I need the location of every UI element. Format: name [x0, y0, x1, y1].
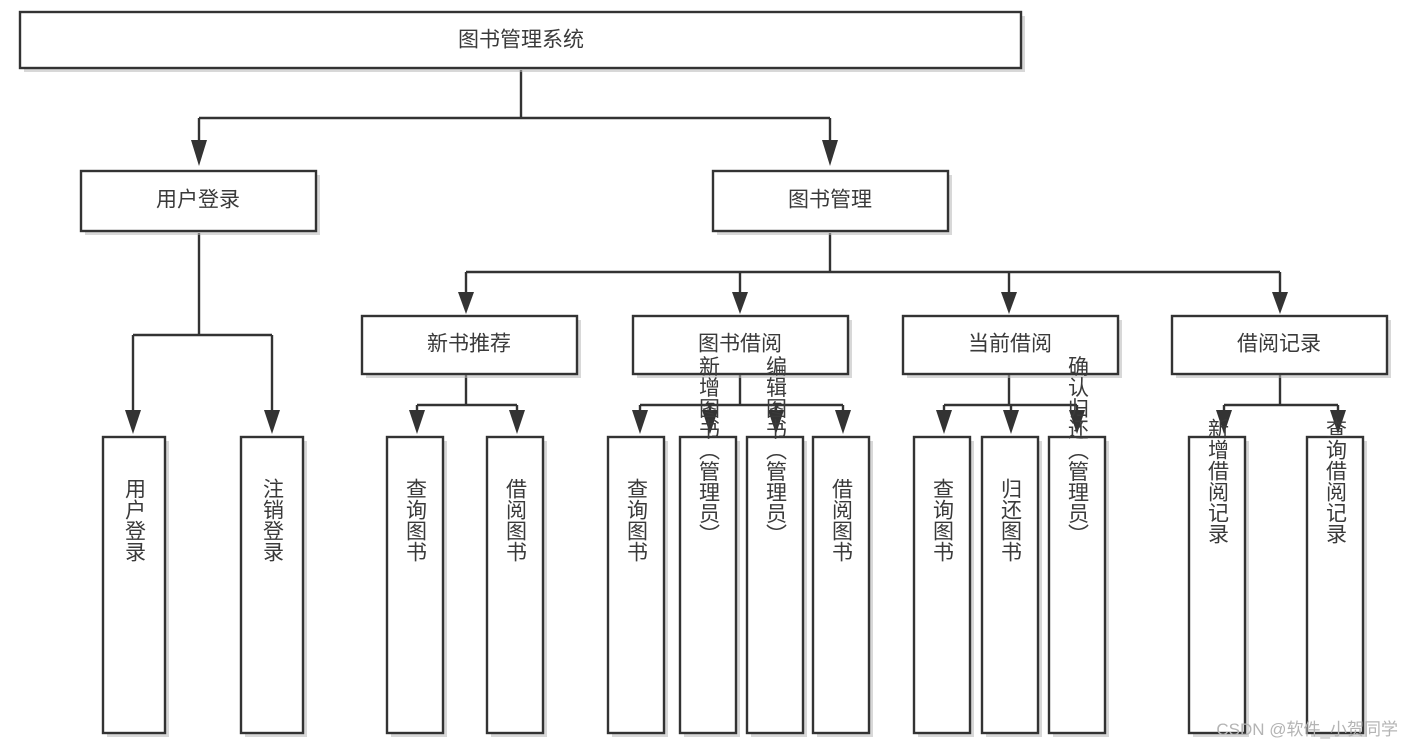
arrow-head-leaf-logout — [264, 410, 280, 434]
node-root-label: 图书管理系统 — [458, 29, 584, 52]
arrow-head-leaf-return-book — [1003, 410, 1019, 434]
arrow-head-user-login — [191, 140, 207, 166]
node-leaf-query-book-1-box[interactable] — [385, 435, 445, 735]
arrow-head-leaf-query-book-3 — [936, 410, 952, 434]
arrow-head-leaf-borrow-book-1 — [509, 410, 525, 434]
watermark-label: CSDN @软件_小贺同学 — [1216, 720, 1398, 739]
node-leaf-query-book-2-label: 查询图书 — [625, 478, 649, 562]
node-leaf-query-record[interactable]: 查询借阅记录 — [1305, 418, 1367, 737]
node-borrow-record-box[interactable] — [1170, 314, 1389, 376]
node-current-borrow[interactable]: 当前借阅 — [901, 314, 1122, 378]
arrow-head-borrow-record — [1272, 292, 1288, 314]
arrow-head-leaf-edit-book — [768, 410, 784, 434]
node-leaf-query-book-2[interactable]: 查询图书 — [606, 435, 668, 737]
node-leaf-borrow-book-1-label: 借阅图书 — [504, 478, 528, 562]
node-new-book-rec[interactable]: 新书推荐 — [360, 314, 581, 378]
node-leaf-borrow-book-2-label: 借阅图书 — [830, 478, 854, 562]
node-user-login-label: 用户登录 — [156, 189, 240, 212]
node-book-mgmt-label: 图书管理 — [788, 189, 872, 212]
node-leaf-return-book-label: 归还图书 — [999, 478, 1023, 562]
node-current-borrow-label: 当前借阅 — [968, 333, 1052, 356]
node-leaf-edit-book-box[interactable] — [745, 435, 805, 735]
node-leaf-confirm-return[interactable]: 确认归还（管理员） — [1047, 356, 1109, 738]
arrow-head-leaf-query-book-1 — [409, 410, 425, 434]
node-book-borrow-label: 图书借阅 — [698, 333, 782, 356]
node-borrow-record-label: 借阅记录 — [1237, 333, 1321, 356]
arrow-head-new-book-rec — [458, 292, 474, 314]
node-leaf-query-book-1-label: 查询图书 — [404, 478, 428, 562]
node-book-mgmt[interactable]: 图书管理 — [711, 169, 952, 235]
node-leaf-user-login-label: 用户登录 — [123, 478, 147, 562]
node-root-box[interactable] — [18, 10, 1023, 70]
node-leaf-add-book-box[interactable] — [678, 435, 738, 735]
node-leaf-add-record[interactable]: 新增借阅记录 — [1187, 418, 1249, 737]
node-leaf-user-login[interactable]: 用户登录 — [101, 435, 169, 737]
node-leaf-add-record-box[interactable] — [1187, 435, 1247, 735]
node-leaf-query-book-2-box[interactable] — [606, 435, 666, 735]
node-user-login[interactable]: 用户登录 — [79, 169, 320, 235]
node-leaf-query-book-3-box[interactable] — [912, 435, 972, 735]
node-leaf-logout[interactable]: 注销登录 — [239, 435, 307, 737]
node-leaf-query-book-1[interactable]: 查询图书 — [385, 435, 447, 737]
node-leaf-borrow-book-2-box[interactable] — [811, 435, 871, 735]
node-leaf-confirm-return-box[interactable] — [1047, 435, 1107, 735]
node-book-borrow[interactable]: 图书借阅 — [631, 314, 852, 378]
node-leaf-return-book-box[interactable] — [980, 435, 1040, 735]
node-root[interactable]: 图书管理系统 — [18, 10, 1025, 72]
node-leaf-query-book-3-label: 查询图书 — [931, 478, 955, 562]
node-book-mgmt-box[interactable] — [711, 169, 950, 233]
arrow-head-book-borrow — [732, 292, 748, 314]
arrow-head-leaf-borrow-book-2 — [835, 410, 851, 434]
node-user-login-box[interactable] — [79, 169, 318, 233]
node-current-borrow-box[interactable] — [901, 314, 1120, 376]
node-leaf-logout-label: 注销登录 — [261, 478, 285, 562]
arrow-head-leaf-add-book — [702, 410, 718, 434]
node-leaf-borrow-book-1[interactable]: 借阅图书 — [485, 435, 547, 737]
node-leaf-logout-box[interactable] — [239, 435, 305, 735]
node-leaf-edit-book-label: 编辑图书（管理员） — [764, 356, 788, 545]
node-leaf-query-book-3[interactable]: 查询图书 — [912, 435, 974, 737]
node-leaf-confirm-return-label: 确认归还（管理员） — [1066, 356, 1090, 545]
arrow-head-leaf-confirm-return — [1069, 410, 1085, 434]
arrow-head-current-borrow — [1001, 292, 1017, 314]
connector-layer — [125, 70, 1346, 434]
node-leaf-return-book[interactable]: 归还图书 — [980, 435, 1042, 737]
node-new-book-rec-label: 新书推荐 — [427, 333, 511, 356]
node-leaf-query-record-label: 查询借阅记录 — [1324, 418, 1348, 544]
node-leaf-query-record-box[interactable] — [1305, 435, 1365, 735]
node-leaf-borrow-book-2[interactable]: 借阅图书 — [811, 435, 873, 737]
node-new-book-rec-box[interactable] — [360, 314, 579, 376]
arrow-head-leaf-query-book-2 — [632, 410, 648, 434]
node-leaf-add-record-label: 新增借阅记录 — [1206, 418, 1230, 544]
arrow-head-leaf-user-login — [125, 410, 141, 434]
node-borrow-record[interactable]: 借阅记录 — [1170, 314, 1391, 378]
arrow-head-leaf-add-record — [1216, 410, 1232, 434]
node-leaf-add-book-label: 新增图书（管理员） — [697, 356, 721, 545]
arrow-head-leaf-query-record — [1330, 410, 1346, 434]
node-leaf-borrow-book-1-box[interactable] — [485, 435, 545, 735]
node-leaf-user-login-box[interactable] — [101, 435, 167, 735]
node-leaf-add-book[interactable]: 新增图书（管理员） — [678, 356, 740, 738]
node-book-borrow-box[interactable] — [631, 314, 850, 376]
node-leaf-edit-book[interactable]: 编辑图书（管理员） — [745, 356, 807, 738]
arrow-head-book-mgmt — [822, 140, 838, 166]
